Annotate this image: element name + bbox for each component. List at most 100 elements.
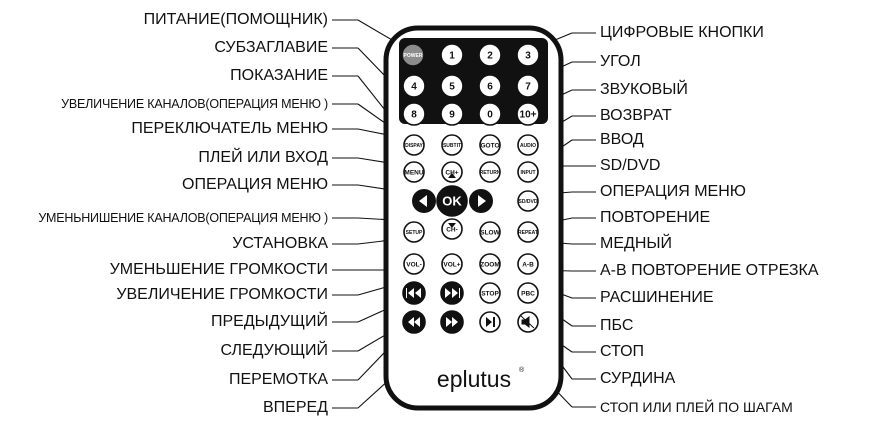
callout-label-rewind: ПЕРЕМОТКА [228,371,328,388]
subtitle-button[interactable]: SUBTIT [441,134,463,156]
navigation-pad [412,189,493,213]
rewind-button[interactable] [402,310,426,334]
volume-up-label: VOL+ [443,261,460,268]
goto-button[interactable]: GOTO [479,134,501,156]
callout-label-vol-down: УМЕНЬШЕНИЕ ГРОМКОСТИ [109,261,328,278]
digit-7-label: 7 [525,82,531,93]
channel-up-arrow-icon [448,173,456,178]
repeat-label: REPEAT [518,230,538,236]
nav-left-button[interactable] [412,189,436,213]
callout-label-zoom: РАСШИНЕНИЕ [600,289,714,306]
digit-0-button[interactable]: 0 [478,102,502,126]
pbc-button[interactable]: PBC [517,282,539,304]
goto-label: GOTO [480,142,499,149]
callout-label-slow: МЕДНЫЙ [600,235,673,252]
brand-registered-mark: ® [519,366,525,374]
callout-label-menu-op-left: ОПЕРАЦИЯ МЕНЮ [182,176,328,193]
nav-right-button[interactable] [469,189,493,213]
return-label: RETURN [480,170,501,176]
channel-up-label: CH+ [445,169,458,176]
mute-button[interactable] [517,311,539,333]
sd-dvd-button[interactable]: SD/DVD [517,190,539,212]
fast-forward-button[interactable] [440,310,464,334]
digit-10plus-label: 10+ [520,110,537,121]
digit-6-button[interactable]: 6 [478,74,502,98]
arrow-right-icon [478,195,486,207]
callout-label-ch-down: УМЕНЬНИШЕНИЕ КАНАЛОВ(ОПЕРАЦИЯ МЕНЮ ) [38,211,328,225]
callout-label-input: ВВОД [600,131,644,148]
previous-button[interactable] [402,281,426,305]
input-button[interactable]: INPUT [517,161,539,183]
digit-3-label: 3 [525,51,531,62]
subtitle-label: SUBTIT [443,143,461,149]
digit-5-button[interactable]: 5 [440,74,464,98]
setup-button[interactable]: SETUP [403,221,425,243]
display-button[interactable]: DISPAY [403,134,425,156]
digit-4-button[interactable]: 4 [402,74,426,98]
mute-icon [520,315,535,329]
digit-8-label: 8 [411,110,417,121]
menu-button[interactable]: MENU [403,161,425,183]
callout-label-digits: ЦИФРОВЫЕ КНОПКИ [600,24,764,41]
callout-label-power: ПИТАНИЕ(ПОМОЩНИК) [143,11,328,28]
callout-label-vol-up: УВЕЛИЧЕНИЕ ГРОМКОСТИ [116,286,328,303]
callout-label-setup: УСТАНОВКА [232,235,328,252]
menu-label: MENU [404,169,423,176]
channel-down-arrow-icon [448,223,456,228]
digit-9-button[interactable]: 9 [440,102,464,126]
callout-label-menu-switch: ПЕРЕКЛЮЧАТЕЛЬ МЕНЮ [131,120,328,137]
play-pause-icon [486,317,495,327]
display-label: DISPAY [405,143,423,149]
digit-1-label: 1 [449,51,455,62]
callout-label-stop: СТОП [600,343,645,360]
step-play-button[interactable] [479,311,501,333]
repeat-button[interactable]: REPEAT [517,221,539,243]
digit-3-button[interactable]: 3 [516,43,540,67]
pbc-label: PBC [521,290,535,297]
digit-1-button[interactable]: 1 [440,43,464,67]
input-label: INPUT [521,170,536,176]
zoom-button[interactable]: ZOOM [479,253,501,275]
stop-label: STOP [481,290,499,297]
callout-label-repeat: ПОВТОРЕНИЕ [600,209,711,226]
slow-label: SLOW [480,229,500,236]
power-button[interactable]: POWER [401,43,425,67]
volume-down-button[interactable]: VOL- [403,253,425,275]
callout-label-subtitle: СУБЗАГЛАВИЕ [214,39,328,56]
callout-label-mute: СУРДИНА [600,370,676,387]
arrow-left-icon [419,195,427,207]
next-button[interactable] [440,281,464,305]
digit-2-button[interactable]: 2 [478,43,502,67]
callout-label-goto: ВОЗВРАТ [600,107,672,124]
volume-up-button[interactable]: VOL+ [441,253,463,275]
zoom-label: ZOOM [480,261,500,268]
audio-label: AUDIO [520,143,536,149]
callout-label-ch-up: УВЕЛИЧЕНИЕ КАНАЛОВ(ОПЕРАЦИЯ МЕНЮ ) [61,97,328,111]
digit-6-label: 6 [487,82,493,93]
slow-button[interactable]: SLOW [479,221,501,243]
volume-down-label: VOL- [406,261,422,268]
callout-label-play-enter: ПЛЕЙ ИЛИ ВХОД [198,149,328,166]
callout-label-sddvd: SD/DVD [600,157,661,174]
channel-down-label: CH- [446,226,458,233]
ab-repeat-button[interactable]: A-B [517,253,539,275]
numeric-keypad-panel [399,38,548,124]
next-icon [445,288,460,298]
fast-forward-icon [446,317,458,327]
callout-label-display: ПОКАЗАНИЕ [230,67,328,84]
audio-button[interactable]: AUDIO [517,134,539,156]
digit-10plus-button[interactable]: 10+ [516,102,540,126]
previous-icon [406,288,421,298]
stop-button[interactable]: STOP [479,282,501,304]
digit-7-button[interactable]: 7 [516,74,540,98]
channel-up-button[interactable]: CH+ [441,161,463,183]
digit-8-button[interactable]: 8 [402,102,426,126]
digit-0-label: 0 [487,110,493,121]
ok-button[interactable]: OK [436,185,468,217]
return-button[interactable]: RETURN [479,161,501,183]
callout-label-menu-op-right: ОПЕРАЦИЯ МЕНЮ [600,183,746,200]
channel-down-button[interactable]: CH- [441,218,463,240]
callout-label-ab: A-B ПОВТОРЕНИЕ ОТРЕЗКА [600,262,819,279]
